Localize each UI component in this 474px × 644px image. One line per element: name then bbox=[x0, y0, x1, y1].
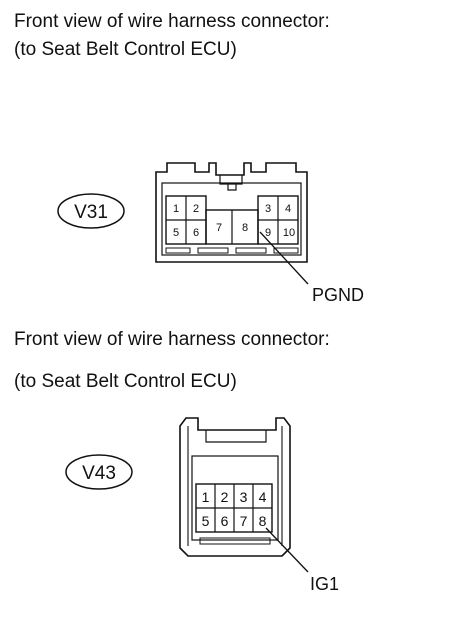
connector-v43 bbox=[65, 417, 309, 573]
caption-top-line2: (to Seat Belt Control ECU) bbox=[14, 39, 237, 60]
pin-label: 6 bbox=[221, 513, 229, 529]
pin-label: 4 bbox=[285, 203, 291, 215]
connector-v31-housing bbox=[155, 162, 308, 263]
pin-label: 4 bbox=[259, 489, 267, 505]
pin-label: 8 bbox=[242, 222, 248, 234]
pin-label: 1 bbox=[173, 203, 179, 215]
connector-v43-callout-label: IG1 bbox=[310, 574, 339, 594]
pin-label: 5 bbox=[202, 513, 210, 529]
connector-v31-code: V31 bbox=[74, 202, 108, 223]
pin-label: 8 bbox=[259, 513, 267, 529]
connector-v43-code-ellipse bbox=[65, 454, 133, 490]
pin-label: 7 bbox=[216, 222, 222, 234]
pin-label: 3 bbox=[265, 203, 271, 215]
pin-label: 3 bbox=[240, 489, 248, 505]
connector-v31-latch bbox=[219, 175, 243, 191]
pin-label: 6 bbox=[193, 227, 199, 239]
connector-v43-latch bbox=[205, 430, 267, 443]
connector-v43-code: V43 bbox=[82, 463, 116, 484]
pin-label: 9 bbox=[265, 227, 271, 239]
connector-v43-housing bbox=[179, 417, 291, 557]
pin-label: 2 bbox=[193, 203, 199, 215]
connector-v31-callout-line bbox=[259, 231, 309, 285]
connector-v31 bbox=[57, 162, 309, 285]
connector-v31-code-ellipse bbox=[57, 193, 125, 229]
caption-top-line1: Front view of wire harness connector: bbox=[14, 11, 330, 32]
connector-v43-inner-frame bbox=[191, 455, 279, 541]
connector-v31-inner-frame bbox=[161, 182, 302, 256]
pin-label: 2 bbox=[221, 489, 229, 505]
pin-label: 1 bbox=[202, 489, 210, 505]
pin-label: 10 bbox=[283, 227, 295, 239]
caption-bottom-line1: Front view of wire harness connector: bbox=[14, 329, 330, 350]
pin-label: 7 bbox=[240, 513, 248, 529]
connector-v31-callout-label: PGND bbox=[312, 285, 364, 305]
caption-bottom-line2: (to Seat Belt Control ECU) bbox=[14, 371, 237, 392]
connector-v43-pins: 1 2 3 4 5 6 7 8 bbox=[202, 489, 267, 529]
pin-label: 5 bbox=[173, 227, 179, 239]
connector-v31-pins: 1 2 3 4 5 6 7 8 9 10 bbox=[173, 203, 295, 239]
connector-v43-callout-line bbox=[265, 527, 309, 573]
